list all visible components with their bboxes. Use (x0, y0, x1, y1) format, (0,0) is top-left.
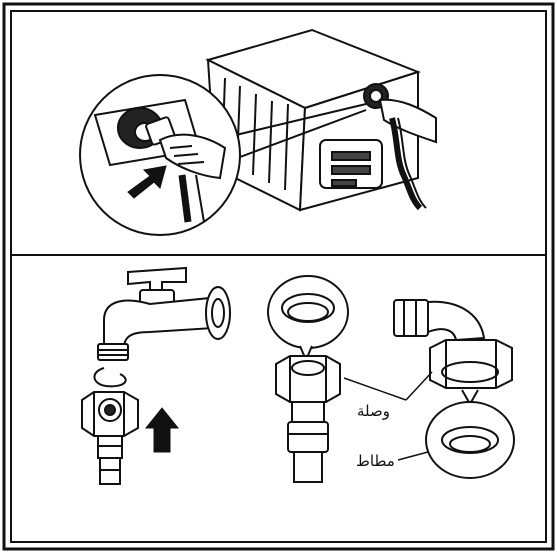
detail-inset (80, 75, 240, 235)
coupling-label: وصلة (357, 402, 390, 420)
rubber-washer-label: مطاط (356, 452, 395, 470)
